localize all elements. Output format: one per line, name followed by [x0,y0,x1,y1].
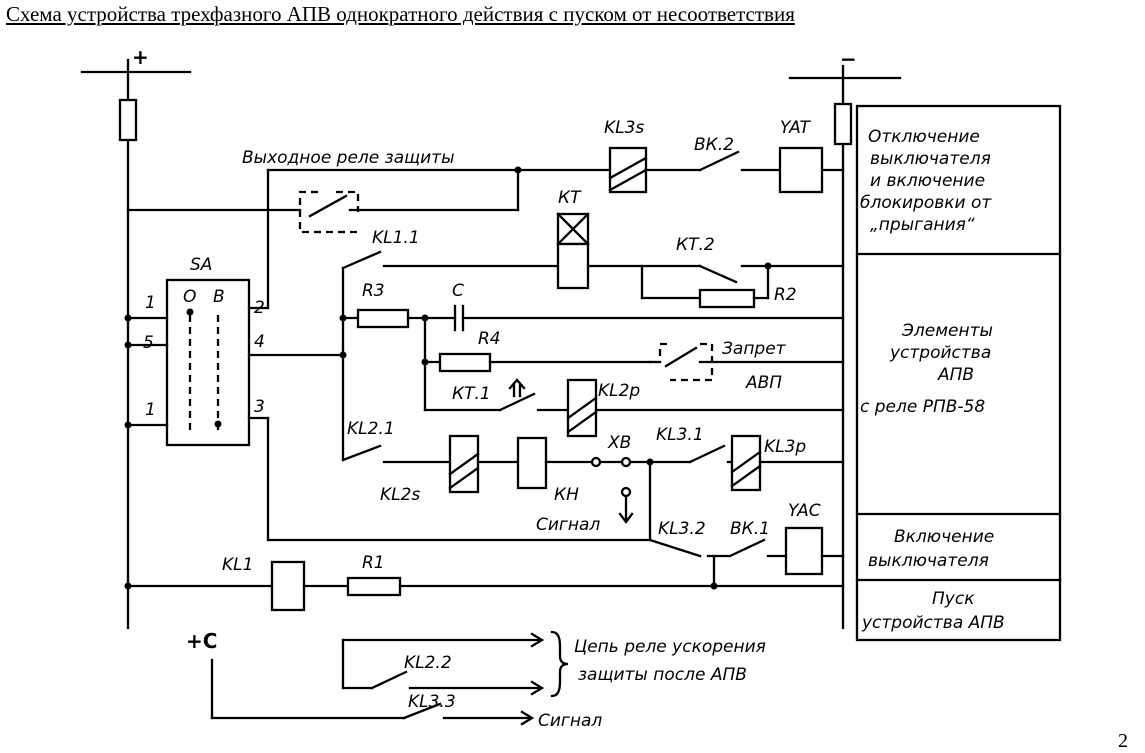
panel-block3-line2: выключателя [868,551,989,571]
yat-label: YAT [780,118,811,138]
panel-block1-line1: Отключение [868,127,980,147]
kl2-1-label: KL2.1 [347,419,395,439]
plus-c-label: +С [186,629,217,653]
kl1-start-circuit: KL1 R1 [124,553,845,612]
minus-bus-label: − [840,47,857,71]
signal2-label: Сигнал [538,711,602,731]
kt1-label: КТ.1 [452,384,491,404]
panel-block1-line2: выключателя [870,149,991,169]
out-relay-label: Выходное реле защиты [242,148,455,168]
minus-bus: − [788,47,902,630]
kl1-label: KL1 [222,555,253,575]
panel-block2-line1: Элементы [901,321,993,341]
kl2s-label: KL2s [380,485,420,505]
signal-label: Сигнал [536,515,600,535]
uskor-line1: Цепь реле ускорения [574,637,766,657]
sa-b-label: В [213,287,225,307]
kl3-3-label: KL3.3 [408,692,456,712]
vk1-label: ВК.1 [730,519,770,539]
sa-pin-2: 2 [254,298,265,318]
panel-block3-line1: Включение [894,527,994,547]
r3-label: R3 [362,281,385,301]
sa-pin-5: 5 [143,333,154,353]
r1-label: R1 [362,553,385,573]
auxiliary-circuits: +С KL3.3 Сигнал KL2.2 Цепь реле ускорени… [186,629,766,731]
kl3p-label: KL3р [764,437,806,457]
kl3-2-label: KL3.2 [658,519,706,539]
kl3-1-label: KL3.1 [656,425,704,445]
panel-block4-line1: Пуск [932,589,975,609]
trip-circuit: Выходное реле защиты KL3s ВК.2 YAT [126,118,845,310]
uskor-line2: защиты после АПВ [578,665,747,685]
closing-circuit: KL3.2 ВК.1 YAC [266,416,845,588]
sa-pin-3: 3 [254,397,265,417]
avp-label: АВП [745,373,782,393]
panel-block2-line2: устройства [889,343,991,363]
page-number: 2 [1118,730,1128,752]
sa-pin-1a: 1 [145,293,156,313]
sa-switch: SA О В 1 5 1 2 4 3 [124,255,345,447]
kl2-row: KL2.1 KL2s КН ХВ Сигнал KL3.1 KL3р [341,419,845,535]
r2-label: R2 [774,285,797,305]
kt2-label: КТ.2 [676,235,715,255]
kl2-2-label: KL2.2 [404,653,452,673]
panel-block1-line3: и включение [870,171,985,191]
r4-label: R4 [478,329,501,349]
sa-label: SA [190,255,212,275]
kl3s-label: KL3s [604,118,644,138]
c-label: C [452,281,464,301]
kt-label: КТ [558,188,582,208]
panel-block2-line3: АПВ [937,365,974,385]
panel-block2-line4: с реле РПВ-58 [860,397,985,417]
plus-bus-label: + [132,45,149,69]
vk2-label: ВК.2 [694,135,734,155]
kl2p-label: KL2р [598,381,640,401]
yac-label: YAC [788,501,821,521]
panel-block1-line4: блокировки от [860,193,992,213]
kl1-1-label: KL1.1 [372,228,420,248]
panel-block1-line5: „прыгания“ [870,215,975,235]
side-description-panel: Отключение выключателя и включение блоки… [855,104,1062,642]
apv-relay-block: KL1.1 КТ КТ.2 R2 R3 C R4 [339,188,845,462]
sa-pin-4: 4 [254,332,265,352]
sa-pin-1b: 1 [145,400,156,420]
zapret-label: Запрет [722,339,787,359]
page-title: Схема устройства трехфазного АПВ однокра… [6,2,795,26]
panel-block4-line2: устройства АПВ [861,613,1005,633]
sa-o-label: О [183,287,196,307]
xb-label: ХВ [607,433,631,453]
kh-label: КН [554,485,579,505]
